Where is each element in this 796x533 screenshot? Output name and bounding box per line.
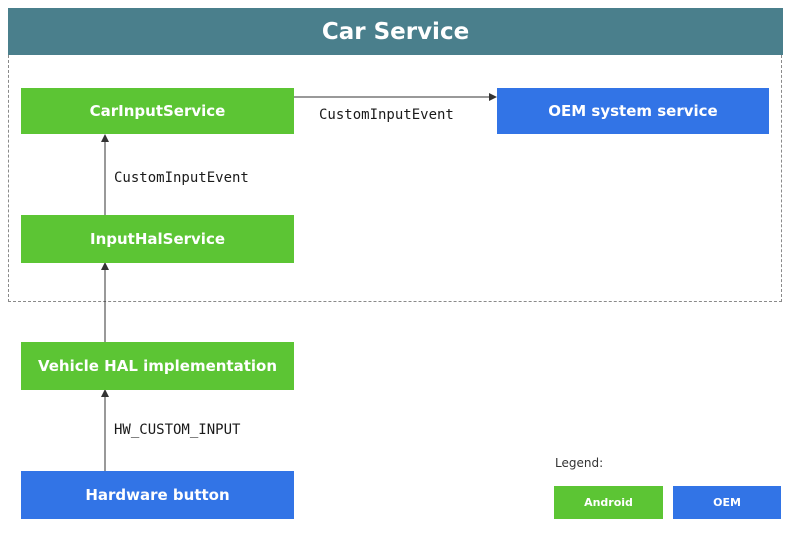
input-hal-service-node: InputHalService (21, 215, 294, 263)
legend-title: Legend: (555, 456, 604, 470)
car-service-title: Car Service (321, 18, 470, 45)
car-service-header: Car Service (8, 8, 783, 55)
car-service-boundary (8, 55, 782, 302)
car-input-service-node: CarInputService (21, 88, 294, 134)
legend-oem: OEM (673, 486, 781, 519)
oem-system-service-label: OEM system service (548, 102, 718, 120)
vehicle-hal-node: Vehicle HAL implementation (21, 342, 294, 390)
legend-oem-label: OEM (713, 496, 741, 509)
edge-label-custom-input-event-horizontal: CustomInputEvent (319, 107, 454, 123)
legend-android-label: Android (584, 496, 633, 509)
edge-label-custom-input-event-vertical: CustomInputEvent (114, 170, 249, 186)
legend-android: Android (554, 486, 663, 519)
oem-system-service-node: OEM system service (497, 88, 769, 134)
car-input-service-label: CarInputService (89, 102, 226, 120)
hardware-button-node: Hardware button (21, 471, 294, 519)
edge-label-hw-custom-input: HW_CUSTOM_INPUT (114, 422, 241, 438)
vehicle-hal-label: Vehicle HAL implementation (37, 357, 278, 375)
input-hal-service-label: InputHalService (89, 230, 226, 248)
hardware-button-label: Hardware button (85, 486, 230, 504)
